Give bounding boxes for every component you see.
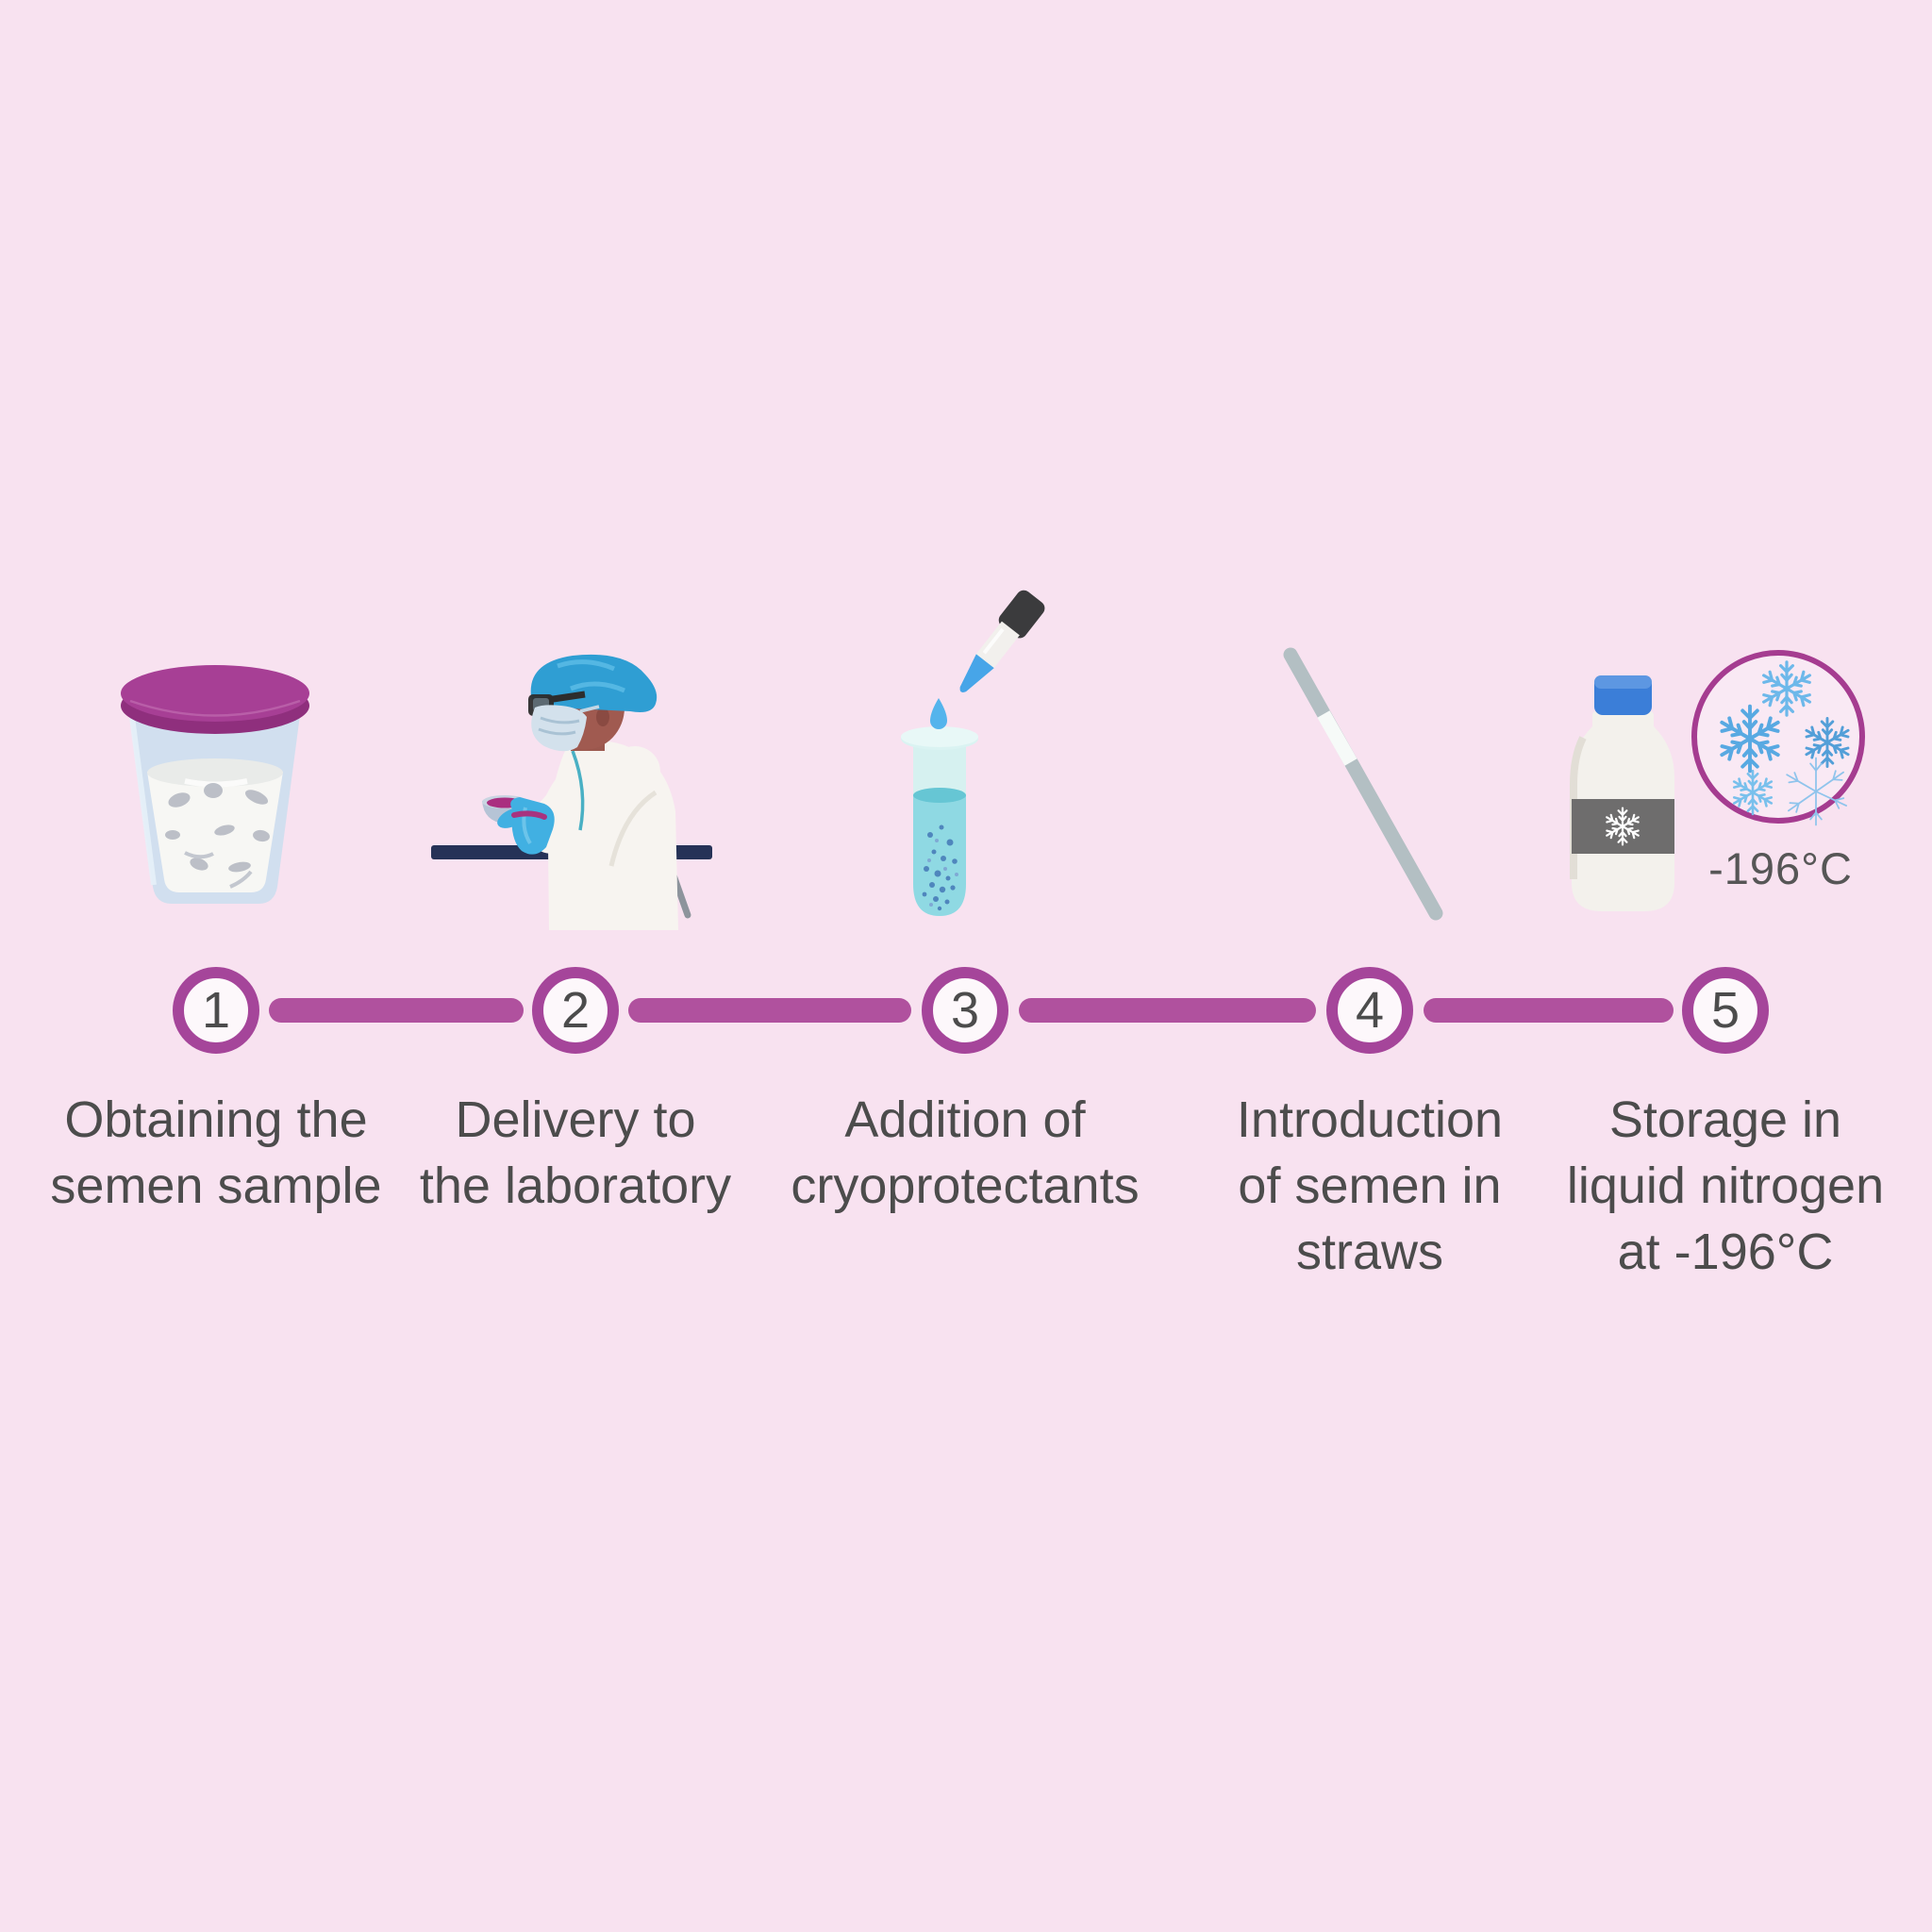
- nitrogen-bottle-icon: [1570, 675, 1674, 911]
- dropper: [959, 590, 1045, 692]
- temperature-badge: -196°C: [1708, 843, 1853, 893]
- timeline-bar-3: [1019, 998, 1316, 1023]
- label-line: the laboratory: [419, 1158, 732, 1214]
- step-label-4: Introduction of semen in straws: [1172, 1087, 1568, 1285]
- specimen-cup-icon: [121, 665, 309, 904]
- label-line: Addition of: [844, 1091, 1086, 1148]
- label-line: Delivery to: [455, 1091, 696, 1148]
- label-line: Storage in: [1608, 1091, 1842, 1148]
- timeline-bar-2: [628, 998, 911, 1023]
- label-line: of semen in: [1238, 1158, 1502, 1214]
- technician-body: [526, 740, 678, 930]
- label-line: semen sample: [50, 1158, 382, 1214]
- step-number: 2: [560, 982, 591, 1039]
- step-number: 1: [201, 982, 231, 1039]
- step-label-2: Delivery to the laboratory: [377, 1087, 774, 1219]
- timeline-bar-4: [1424, 998, 1674, 1023]
- step-number: 3: [950, 982, 980, 1039]
- dropper-test-tube-icon: [901, 590, 1045, 916]
- sample-specks: [165, 783, 270, 873]
- step-number: 5: [1710, 982, 1740, 1039]
- step-circle-4: 4: [1326, 967, 1413, 1054]
- timeline-bar-1: [269, 998, 524, 1023]
- cup-lid: [121, 665, 309, 734]
- step-circle-2: 2: [532, 967, 619, 1054]
- face-mask: [531, 705, 587, 752]
- step-label-1: Obtaining the semen sample: [18, 1087, 414, 1219]
- liquid-drop: [930, 698, 947, 729]
- semen-straw-icon: [1283, 647, 1443, 921]
- sperm-cells: [922, 824, 958, 911]
- step-circle-3: 3: [922, 967, 1008, 1054]
- label-line: straws: [1295, 1224, 1443, 1280]
- frozen-circle-icon: [1691, 650, 1865, 826]
- label-line: at -196°C: [1617, 1224, 1834, 1280]
- step-label-5: Storage in liquid nitrogen at -196°C: [1508, 1087, 1932, 1285]
- test-tube: [901, 726, 978, 916]
- technician-head: [528, 654, 658, 752]
- label-line: cryoprotectants: [791, 1158, 1140, 1214]
- lab-technician-icon: [431, 654, 712, 930]
- step-number: 4: [1355, 982, 1385, 1039]
- step-circle-1: 1: [173, 967, 259, 1054]
- label-line: Obtaining the: [64, 1091, 368, 1148]
- sperm-cells-light: [927, 839, 958, 907]
- gloved-hand: [497, 797, 555, 855]
- label-line: liquid nitrogen: [1566, 1158, 1885, 1214]
- step-circle-5: 5: [1682, 967, 1769, 1054]
- step-label-3: Addition of cryoprotectants: [758, 1087, 1173, 1219]
- label-line: Introduction: [1236, 1091, 1504, 1148]
